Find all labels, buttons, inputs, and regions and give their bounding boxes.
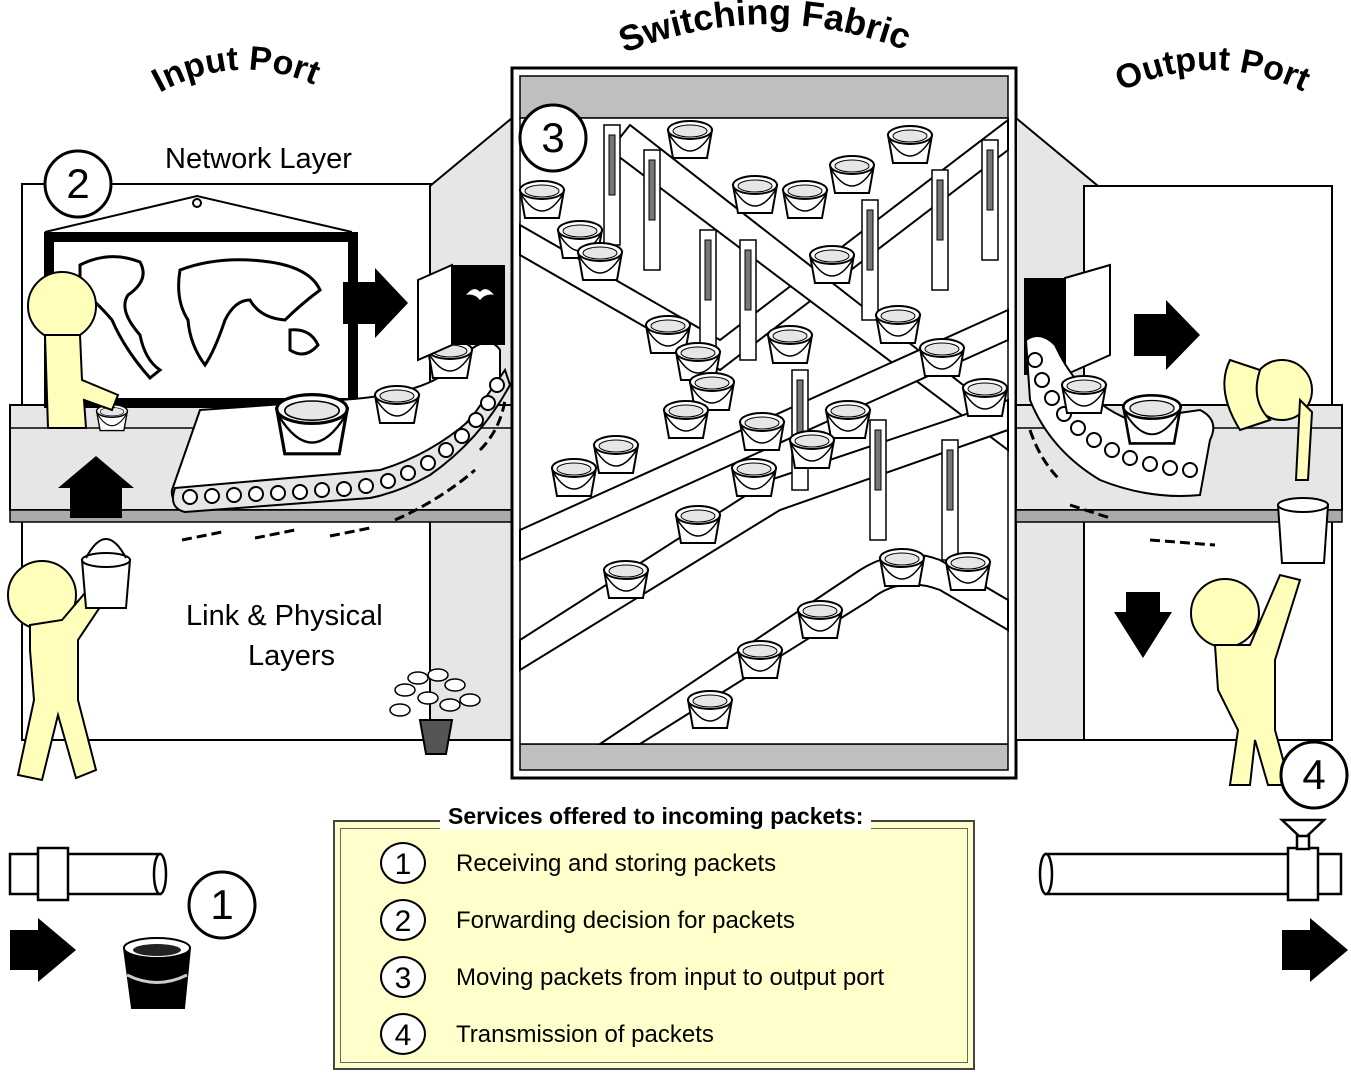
link-physical-label-line1: Link & Physical	[186, 600, 383, 632]
bat-icon	[466, 289, 494, 300]
switching-fabric-title: Switching Fabric	[613, 0, 917, 61]
person-icon	[1223, 358, 1314, 481]
marker-3-label: 3	[541, 114, 564, 161]
person-icon	[7, 560, 110, 782]
legend-item-number: 1	[380, 842, 426, 884]
bucket-icon	[80, 538, 132, 609]
legend-item-text: Forwarding decision for packets	[456, 907, 795, 934]
arrow-right-icon	[1134, 300, 1200, 370]
arrow-right-icon	[343, 268, 408, 338]
pipe-icon	[8, 846, 168, 902]
output-port-title: Output Port	[1110, 40, 1316, 99]
legend-item-text: Transmission of packets	[456, 1021, 714, 1048]
legend-item-number: 3	[380, 956, 426, 998]
input-port-title: Input Port	[146, 40, 326, 100]
marker-1: 1	[187, 870, 257, 940]
bucket-icon	[122, 937, 192, 1009]
bucket-icon	[1122, 393, 1182, 445]
legend-item-text: Receiving and storing packets	[456, 850, 777, 877]
marker-4-label: 4	[1302, 751, 1325, 798]
person-icon	[27, 271, 120, 429]
legend-item-number: 2	[380, 899, 426, 941]
person-icon	[1190, 573, 1302, 786]
marker-2-label: 2	[66, 160, 89, 207]
data-bit-trail	[1028, 429, 1216, 547]
conveyor-belt-icon	[1024, 335, 1215, 497]
plant-icon	[389, 668, 481, 755]
link-physical-label-line2: Layers	[248, 640, 336, 672]
marker-2: 2	[43, 149, 113, 219]
legend-item-text: Moving packets from input to output port	[456, 964, 885, 991]
arrow-down-icon	[1114, 592, 1172, 658]
bucket-icon	[1276, 497, 1330, 564]
pipe-icon	[1038, 818, 1343, 902]
network-layer-label: Network Layer	[165, 143, 352, 175]
arrow-right-icon	[10, 918, 76, 982]
bucket-icon	[374, 385, 420, 424]
legend-title: Services offered to incoming packets:	[440, 803, 872, 830]
bucket-icon	[1061, 375, 1107, 414]
marker-1-label: 1	[210, 881, 233, 928]
marker-4: 4	[1279, 740, 1349, 810]
arrow-up-icon	[58, 456, 134, 518]
arrow-right-icon	[1282, 918, 1348, 982]
funnel-icon	[1278, 818, 1328, 838]
door-icon	[417, 263, 505, 362]
marker-3: 3	[518, 103, 588, 173]
legend-item-number: 4	[380, 1013, 426, 1055]
world-map-icon	[44, 194, 358, 408]
services-legend	[333, 820, 975, 1070]
data-bit-trail	[181, 399, 507, 542]
bucket-icon	[275, 393, 349, 456]
